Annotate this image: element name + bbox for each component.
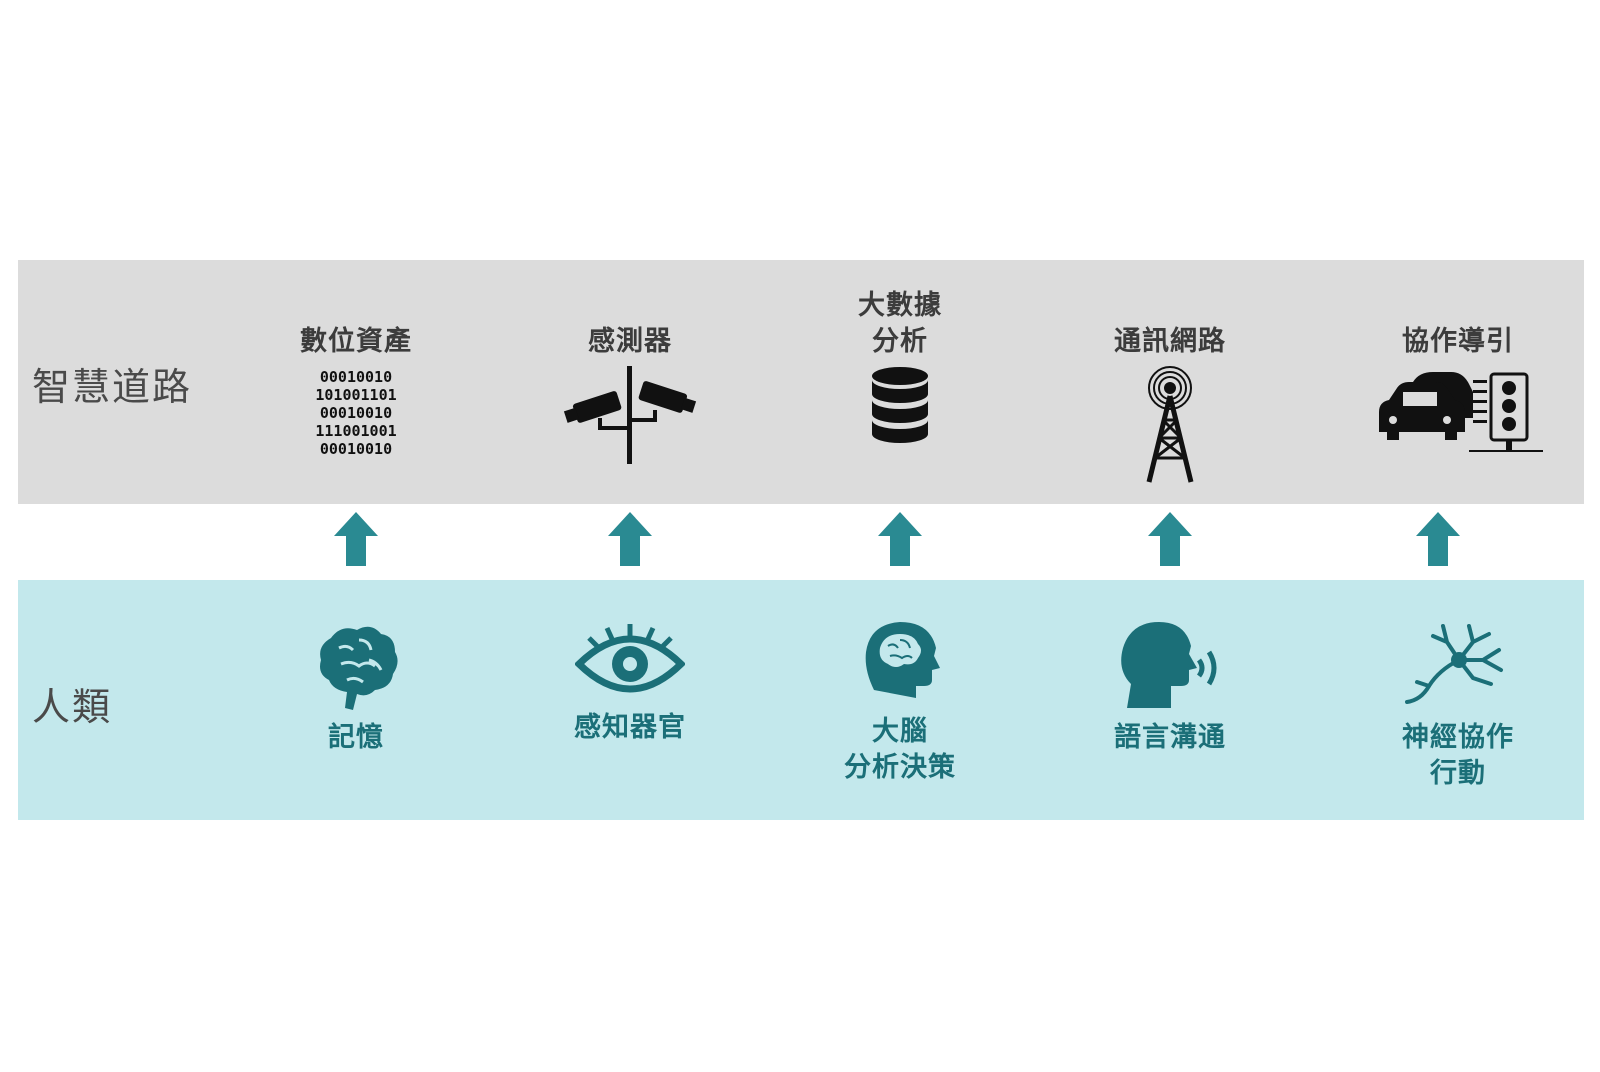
human-item-perception: 感知器官 xyxy=(515,620,745,810)
item-title: 語言溝通 xyxy=(1114,722,1226,753)
up-arrow-icon xyxy=(1148,512,1192,566)
human-row-label: 人類 xyxy=(32,685,113,729)
item-title: 感測器 xyxy=(588,326,672,357)
smart-road-item-digital-assets: 數位資產 00010010 101001101 00010010 1110010… xyxy=(241,284,471,484)
radio-tower-icon xyxy=(1146,366,1194,483)
item-title: 協作導引 xyxy=(1402,326,1514,357)
head-brain-icon xyxy=(865,622,940,698)
smart-road-item-coordination: 協作導引 xyxy=(1343,284,1573,484)
eye-icon xyxy=(575,624,685,693)
item-title: 數位資產 xyxy=(300,326,412,357)
smart-road-item-network: 通訊網路 xyxy=(1055,284,1285,484)
traffic-light-cars-icon xyxy=(1379,372,1543,452)
up-arrow-icon xyxy=(334,512,378,566)
up-arrow-icon xyxy=(1416,512,1460,566)
neuron-icon xyxy=(1405,624,1503,704)
up-arrow-icon xyxy=(878,512,922,566)
human-item-brain-analysis: 大腦 分析決策 xyxy=(785,620,1015,810)
item-title: 感知器官 xyxy=(574,712,686,743)
smart-road-band: 智慧道路 數位資產 00010010 101001101 00010010 11… xyxy=(18,260,1584,504)
human-item-memory: 記憶 xyxy=(241,620,471,810)
human-item-language: 語言溝通 xyxy=(1055,620,1285,810)
item-title: 通訊網路 xyxy=(1114,326,1226,357)
speaking-head-icon xyxy=(1121,622,1217,708)
item-title: 神經協作 行動 xyxy=(1402,722,1514,789)
smart-road-item-big-data: 大數據 分析 xyxy=(785,284,1015,484)
brain-icon xyxy=(320,626,398,710)
item-title: 大數據 分析 xyxy=(858,290,942,357)
smart-road-item-sensors: 感測器 xyxy=(515,284,745,484)
item-title: 記憶 xyxy=(328,722,384,753)
smart-road-row-label: 智慧道路 xyxy=(32,365,193,409)
cctv-camera-icon xyxy=(563,366,697,464)
human-item-neural-action: 神經協作 行動 xyxy=(1343,620,1573,810)
item-title: 大腦 分析決策 xyxy=(844,716,956,783)
human-band: 人類 記憶 感知器官 大腦 分析決策 語言溝通 xyxy=(18,580,1584,820)
binary-data-icon: 00010010 101001101 00010010 111001001 00… xyxy=(315,368,397,458)
up-arrow-icon xyxy=(608,512,652,566)
database-icon xyxy=(872,367,928,443)
